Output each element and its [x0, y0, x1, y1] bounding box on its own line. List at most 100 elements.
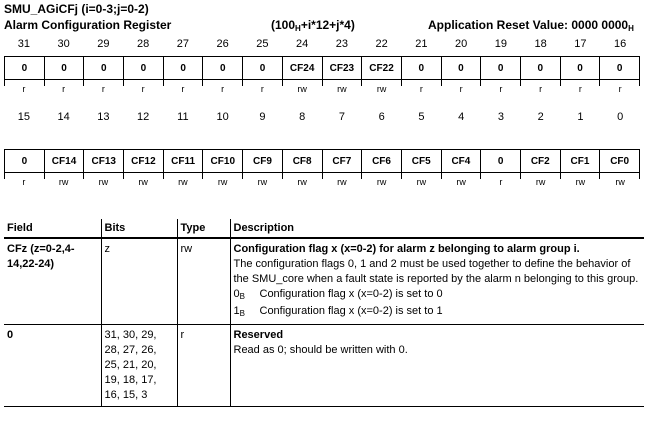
table-header-row: Field Bits Type Description [4, 219, 644, 239]
description-title: Configuration flag x (x=0-2) for alarm z… [233, 243, 580, 255]
access-type: r [22, 84, 26, 94]
lower-bitfield-row: 0 CF14 CF13 CF12 CF11 CF10 CF9 CF8 CF7 C… [4, 149, 640, 173]
bitfield-cell: CF13 [84, 150, 125, 172]
access-type: rw [376, 177, 387, 187]
bit-number: 12 [137, 111, 150, 123]
access-type: rw [416, 177, 427, 187]
lower-access-row: r rw rw rw rw rw rw rw rw rw rw rw r rw … [4, 177, 640, 187]
lower-bit-numbers: 15 14 13 12 11 10 9 8 7 6 5 4 3 2 1 0 [4, 111, 640, 123]
access-type: r [221, 84, 225, 94]
bitfield-cell: 0 [561, 57, 601, 79]
register-reset-value: Application Reset Value: 0000 0000H [428, 18, 634, 33]
bitfield-cell: 0 [84, 57, 125, 79]
access-type: r [141, 84, 145, 94]
bitfield-cell: CF11 [164, 150, 204, 172]
access-type: rw [337, 177, 347, 187]
field-type: r [177, 324, 231, 407]
field-name: CFz (z=0-2,4-14,22-24) [4, 238, 102, 325]
field-description: Reserved Read as 0; should be written wi… [230, 324, 644, 407]
access-type: rw [297, 177, 307, 187]
bitfield-cell: 0 [481, 150, 521, 172]
bit-number: 2 [537, 111, 544, 123]
access-type: rw [535, 177, 546, 187]
description-text: Read as 0; should be written with 0. [233, 344, 408, 356]
bitfield-cell: 0 [45, 57, 85, 79]
bit-number: 11 [177, 111, 189, 123]
bit-number: 15 [17, 111, 30, 123]
upper-bit-numbers: 31 30 29 28 27 26 25 24 23 22 21 20 19 1… [4, 38, 640, 50]
access-type: rw [337, 84, 347, 94]
enum-item: 0B Configuration flag x (x=0-2) is set t… [233, 288, 443, 301]
access-type: r [618, 84, 622, 94]
bitfield-cell: 0 [203, 57, 244, 79]
access-type: rw [575, 177, 586, 187]
bitfield-cell: 0 [5, 150, 45, 172]
access-type: r [101, 84, 105, 94]
bit-number: 25 [256, 38, 269, 50]
access-type: rw [615, 177, 625, 187]
bitfield-cell: 0 [124, 57, 164, 79]
access-type: r [260, 84, 264, 94]
description-title: Reserved [233, 329, 284, 341]
column-header-description: Description [230, 219, 644, 239]
lower-access-ticks [4, 173, 640, 179]
register-offset: (100H+i*12+j*4) [271, 18, 355, 33]
bitfield-cell: CF2 [521, 150, 561, 172]
field-bits: z [101, 238, 178, 325]
bit-number: 19 [494, 38, 507, 50]
field-bits: 31, 30, 29, 28, 27, 26, 25, 21, 20, 19, … [101, 324, 178, 407]
bit-number: 30 [57, 38, 70, 50]
access-type: r [499, 84, 503, 94]
bit-number: 18 [534, 38, 547, 50]
bitfield-cell: CF12 [124, 150, 164, 172]
bit-number: 3 [497, 111, 504, 123]
bit-number: 27 [176, 38, 189, 50]
bit-number: 17 [574, 38, 587, 50]
access-type: rw [217, 177, 228, 187]
bit-number: 8 [299, 111, 306, 123]
column-header-type: Type [177, 219, 231, 239]
table-row: CFz (z=0-2,4-14,22-24) z rw Configuratio… [4, 238, 644, 325]
bit-number: 1 [577, 111, 584, 123]
access-type: rw [297, 84, 307, 94]
access-type: rw [376, 84, 387, 94]
bitfield-cell: 0 [402, 57, 442, 79]
bit-number: 9 [259, 111, 266, 123]
access-type: rw [178, 177, 188, 187]
bitfield-cell: 0 [521, 57, 561, 79]
bitfield-cell: 0 [442, 57, 482, 79]
enum-item: 1B Configuration flag x (x=0-2) is set t… [233, 305, 443, 318]
bit-number: 21 [415, 38, 428, 50]
bitfield-cell: CF24 [283, 57, 323, 79]
access-type: r [499, 177, 503, 187]
bit-number: 26 [216, 38, 229, 50]
bitfield-cell: CF6 [362, 150, 402, 172]
bit-number: 28 [137, 38, 150, 50]
upper-bitfield-row: 0 0 0 0 0 0 0 CF24 CF23 CF22 0 0 0 0 0 0 [4, 56, 640, 80]
bit-number: 29 [97, 38, 110, 50]
register-title: Alarm Configuration Register [4, 18, 172, 32]
bit-number: 22 [375, 38, 388, 50]
column-header-field: Field [4, 219, 102, 239]
field-description-table: Field Bits Type Description CFz (z=0-2,4… [4, 219, 644, 407]
bitfield-cell: CF4 [442, 150, 482, 172]
access-type: rw [456, 177, 466, 187]
bitfield-cell: CF1 [561, 150, 601, 172]
bit-number: 20 [455, 38, 468, 50]
bitfield-cell: CF8 [283, 150, 323, 172]
bit-number: 5 [418, 111, 425, 123]
access-type: r [419, 84, 423, 94]
bitfield-cell: CF10 [203, 150, 244, 172]
column-header-bits: Bits [101, 219, 178, 239]
bit-number: 0 [617, 111, 624, 123]
bitfield-cell: CF5 [402, 150, 442, 172]
bitfield-cell: CF7 [323, 150, 363, 172]
bitfield-cell: CF22 [362, 57, 402, 79]
bitfield-cell: CF14 [45, 150, 85, 172]
register-name: SMU_AGiCFj (i=0-3;j=0-2) [4, 2, 149, 16]
access-type: r [539, 84, 543, 94]
bitfield-cell: 0 [481, 57, 521, 79]
table-row: 0 31, 30, 29, 28, 27, 26, 25, 21, 20, 19… [4, 324, 644, 407]
field-name: 0 [4, 324, 102, 407]
bitfield-cell: CF23 [323, 57, 363, 79]
